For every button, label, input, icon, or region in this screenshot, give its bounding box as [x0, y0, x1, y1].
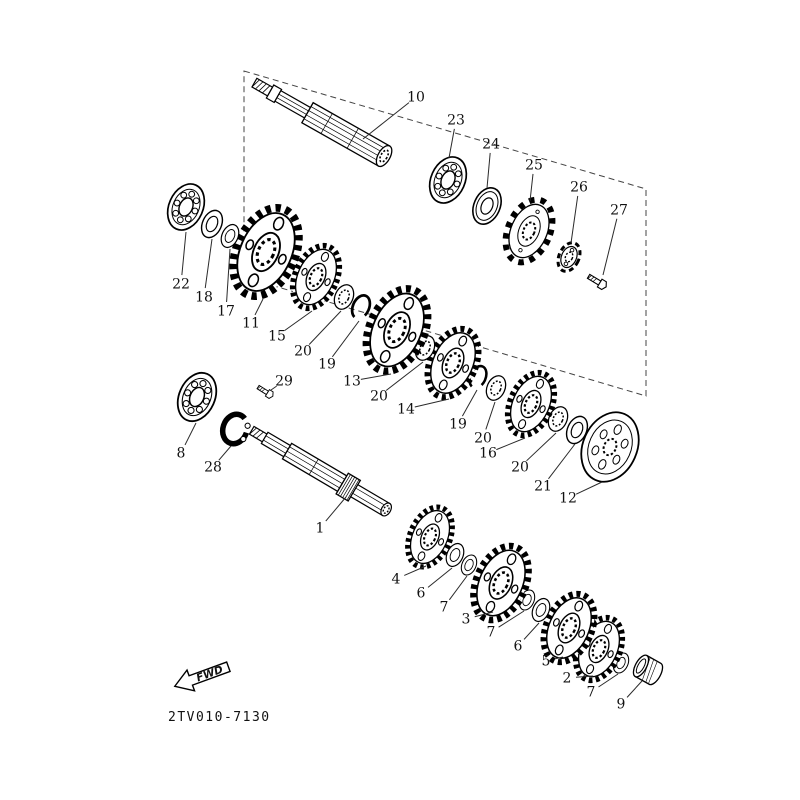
callout-leader-7-34: [598, 673, 619, 688]
callout-label-15-10: 15: [268, 329, 286, 345]
callout-leader-26-4: [570, 195, 579, 244]
callout-leader-3-29: [474, 611, 494, 618]
callout-label-26-4: 26: [570, 180, 588, 196]
fwd-arrow-label: FWD: [195, 664, 225, 685]
callout-leader-29-24: [270, 385, 277, 391]
callout-leader-20-19: [526, 432, 557, 462]
callout-label-7-30: 7: [487, 625, 496, 641]
callout-leader-17-8: [226, 248, 231, 303]
callout-leader-20-14: [385, 361, 424, 391]
callout-label-6-27: 6: [417, 586, 426, 602]
callout-leader-12-21: [575, 481, 603, 495]
callout-label-27-5: 27: [610, 203, 628, 219]
part-3-gear: [463, 537, 540, 628]
part-28-bearing-retainer-clip: [219, 411, 251, 447]
callout-label-7-28: 7: [440, 600, 449, 616]
callout-leader-18-7: [204, 238, 213, 289]
fwd-arrow-outline: [173, 661, 231, 692]
callout-label-24-2: 24: [482, 137, 500, 153]
callout-label-9-35: 9: [617, 697, 626, 713]
callout-leader-16-18: [496, 437, 526, 451]
callout-leader-8-22: [184, 422, 197, 446]
callout-leader-22-6: [181, 231, 187, 276]
callout-leader-2-33: [575, 675, 594, 678]
callout-leader-27-5: [602, 218, 618, 276]
assembly-boundary-dashed-box: [243, 70, 647, 397]
part-26-sprocket-holder-plate: [556, 241, 582, 273]
callout-label-28-23: 28: [204, 460, 222, 476]
callout-label-14-15: 14: [397, 402, 415, 418]
callout-layer: 1023242526272218171115201913201419201620…: [172, 90, 643, 713]
callout-leader-6-27: [427, 567, 453, 588]
callout-leader-9-35: [626, 680, 643, 698]
diagram-code: 2TV010-7130: [168, 710, 271, 725]
callout-label-21-20: 21: [534, 479, 552, 495]
callout-label-2-33: 2: [563, 671, 572, 687]
callout-label-1-25: 1: [316, 521, 325, 537]
part-25-drive-sprocket: [502, 196, 556, 266]
callout-label-11-9: 11: [242, 316, 260, 332]
callout-label-8-22: 8: [177, 446, 186, 462]
callout-label-3-29: 3: [462, 612, 471, 628]
callout-leader-10-0: [362, 102, 410, 140]
callout-leader-15-10: [284, 310, 313, 332]
callout-leader-23-1: [448, 128, 455, 159]
callout-label-18-7: 18: [195, 290, 213, 306]
part-9-bushing: [632, 654, 664, 686]
callout-label-4-26: 4: [392, 572, 401, 588]
callout-label-6-31: 6: [514, 639, 523, 655]
part-24-spacer-seal: [472, 187, 502, 225]
callout-label-7-34: 7: [587, 685, 596, 701]
callout-leader-4-26: [404, 565, 427, 576]
callout-leader-25-3: [529, 173, 534, 202]
callout-label-12-21: 12: [559, 491, 577, 507]
callout-label-13-13: 13: [343, 374, 361, 390]
callout-leader-7-30: [498, 610, 525, 628]
part-14-gear: [418, 321, 489, 405]
callout-label-20-14: 20: [370, 389, 388, 405]
callout-leader-19-12: [331, 320, 360, 358]
part-23-bearing: [421, 150, 475, 210]
part-12-clutch-drum-gear: [580, 411, 640, 483]
part-10-main-axle-shaft: [251, 77, 393, 168]
callout-leader-11-9: [254, 298, 264, 316]
callout-leader-13-13: [360, 373, 392, 380]
callout-label-10-0: 10: [407, 90, 425, 106]
callout-label-19-12: 19: [318, 357, 336, 373]
fwd-arrow: FWD: [173, 661, 231, 692]
callout-leader-24-2: [486, 152, 491, 189]
part-1-drive-axle-shaft: [248, 425, 393, 517]
callout-leader-20-11: [308, 310, 342, 345]
callout-leader-21-20: [548, 443, 576, 480]
callout-leader-14-15: [414, 398, 450, 408]
callout-label-20-11: 20: [294, 344, 312, 360]
callout-label-29-24: 29: [275, 374, 293, 390]
part-8-bearing: [169, 365, 225, 429]
callout-leader-20-17: [485, 401, 496, 430]
callout-label-22-6: 22: [172, 277, 190, 293]
callout-label-19-16: 19: [449, 417, 467, 433]
callout-label-17-8: 17: [217, 304, 235, 320]
callout-label-20-19: 20: [511, 460, 529, 476]
callout-leader-6-31: [523, 622, 540, 640]
callout-leader-28-23: [218, 445, 232, 461]
callout-label-25-3: 25: [525, 158, 543, 174]
callout-leader-7-28: [448, 575, 468, 601]
part-29-bolt: [256, 384, 274, 399]
callout-leader-1-25: [325, 496, 347, 522]
callout-label-23-1: 23: [447, 113, 465, 129]
callout-label-5-32: 5: [542, 654, 551, 670]
callout-label-20-17: 20: [474, 431, 492, 447]
part-27-bolt: [586, 273, 607, 291]
callout-leader-5-32: [554, 656, 564, 660]
callout-label-16-18: 16: [479, 446, 497, 462]
callout-leader-19-16: [461, 389, 478, 417]
